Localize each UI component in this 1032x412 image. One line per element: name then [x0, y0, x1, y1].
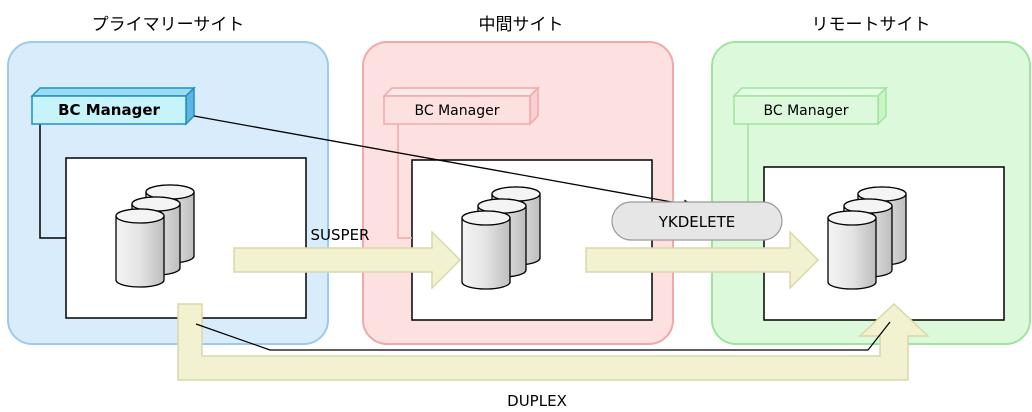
disk-stack-remote — [827, 186, 907, 290]
ykdelete-badge: YKDELETE — [611, 201, 783, 241]
bc-manager-remote: BC Manager — [732, 86, 888, 126]
ykdelete-command-line — [193, 115, 696, 209]
middle-to-remote-arrow — [585, 230, 820, 290]
middle-manager-connector — [397, 124, 412, 239]
disk-stack-middle — [461, 186, 541, 290]
duplex-label: DUPLEX — [507, 392, 567, 410]
susper-label: SUSPER — [311, 226, 370, 244]
duplex-arrow — [177, 302, 930, 381]
site-remote-title: リモートサイト — [812, 15, 931, 35]
bc-manager-primary: BC Manager — [30, 86, 196, 126]
disk-stack-primary — [115, 184, 195, 288]
site-primary-title: プライマリーサイト — [92, 15, 245, 35]
susper-arrow — [233, 230, 462, 290]
site-middle-title: 中間サイト — [479, 15, 564, 35]
bc-manager-remote-label: BC Manager — [764, 103, 849, 119]
bc-manager-primary-label: BC Manager — [58, 101, 160, 119]
bc-manager-middle: BC Manager — [382, 86, 540, 126]
primary-manager-connector — [39, 124, 66, 239]
bc-manager-middle-label: BC Manager — [415, 103, 500, 119]
duplex-path-line — [195, 321, 891, 351]
storage-box-primary — [65, 157, 307, 319]
ykdelete-label: YKDELETE — [658, 213, 736, 231]
